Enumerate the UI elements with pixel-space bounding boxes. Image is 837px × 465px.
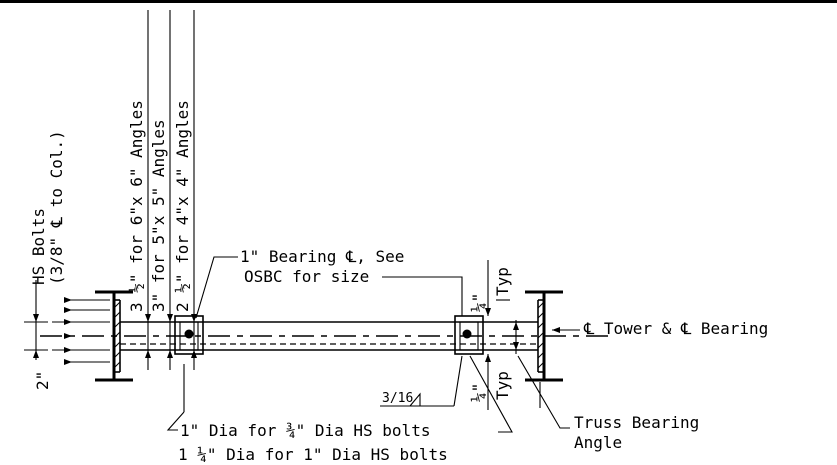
truss-leader xyxy=(517,355,570,429)
quarter-top-label: ¼" xyxy=(469,293,488,312)
angle-4x4-label: 2 ½" for 4"x 4" Angles xyxy=(173,100,192,312)
left-column-section xyxy=(95,290,133,382)
truss-label-2: Angle xyxy=(574,433,622,452)
bearing-pl-label-1: 1" Bearing ℄, See xyxy=(240,247,404,266)
hs-bolts-group xyxy=(52,297,110,365)
weld-size-label: 3/16 xyxy=(382,391,413,406)
dia-label-2: 1 ¼" Dia for 1" Dia HS bolts xyxy=(178,445,448,464)
two-inch-label: 2" xyxy=(33,371,52,390)
angle-6x6-label: 3 ½" for 6"x 6" Angles xyxy=(127,100,146,312)
weld-symbol xyxy=(380,355,463,407)
truss-bearing-angle xyxy=(40,321,615,351)
bearing-pl-leader xyxy=(195,256,238,319)
bearing-pl-leader-2 xyxy=(382,276,463,316)
dia-label-1: 1" Dia for ¾" Dia HS bolts xyxy=(180,421,430,440)
hs-bolts-label: HS Bolts xyxy=(29,208,48,285)
angle-dimension-lines xyxy=(145,10,197,370)
typ-bottom-label: Typ xyxy=(493,371,512,400)
truss-label-1: Truss Bearing xyxy=(574,413,699,432)
right-bearing-plate xyxy=(454,315,484,355)
right-dia-leader xyxy=(469,355,513,433)
left-bolt-hole xyxy=(184,329,194,339)
angle-5x5-label: 3" for 5"x 5" Angles xyxy=(149,119,168,312)
typ-top-label: Typ xyxy=(493,267,512,296)
pl-to-col-label: (3/8" ℄ to Col.) xyxy=(47,130,66,285)
bearing-pl-label-2: OSBC for size xyxy=(244,267,369,286)
quarter-bottom-label: ¼" xyxy=(469,383,488,402)
right-bolt-hole xyxy=(462,329,472,339)
left-bearing-plate xyxy=(174,315,204,355)
quarter-inch-typ-dims xyxy=(485,260,519,410)
tower-bearing-label: ℄ Tower & ℄ Bearing xyxy=(583,319,768,338)
